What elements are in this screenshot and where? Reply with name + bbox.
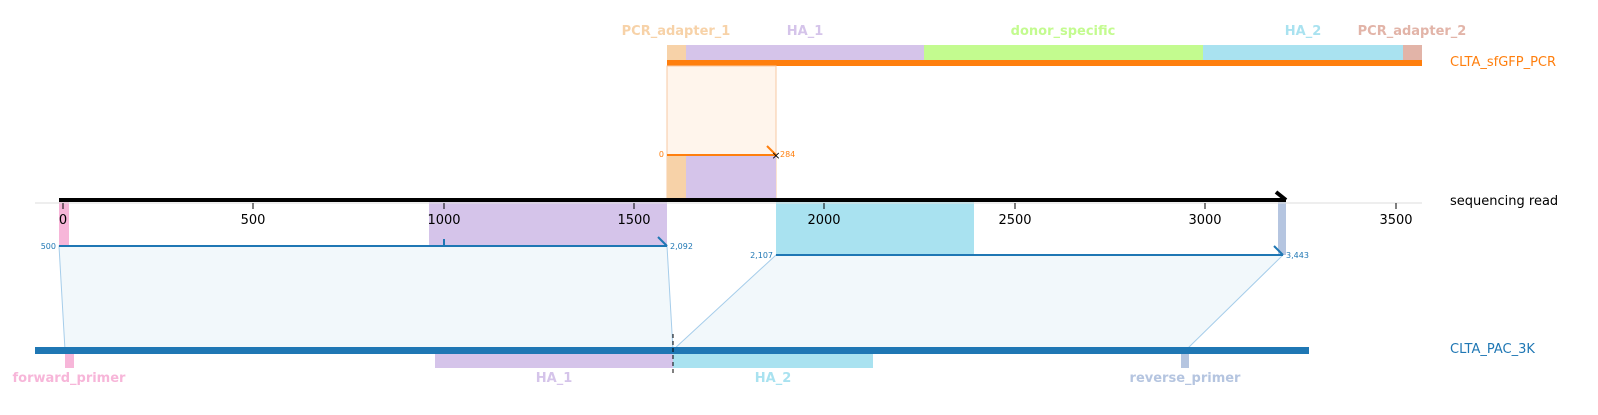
- bottom-alignment-2-ha2-band: [776, 202, 974, 255]
- top-alignment-end-label: 284: [780, 150, 795, 159]
- top-feature-label-ha-2: HA_2: [1285, 24, 1322, 39]
- bottom-alignment-1-end-label: 2,092: [670, 242, 693, 251]
- top-feature-label-pcr-adapter-2: PCR_adapter_2: [1358, 24, 1467, 39]
- bottom-feature-label-ha-1: HA_1: [536, 371, 573, 386]
- read-label: sequencing read: [1450, 194, 1558, 209]
- read-arrowhead: [1274, 190, 1288, 202]
- read-axis-tick-label: 500: [241, 213, 266, 228]
- read-axis-tick-label: 2500: [998, 213, 1031, 228]
- bottom-reference-bar: [35, 347, 1309, 354]
- top-reference-name: CLTA_sfGFP_PCR: [1450, 55, 1556, 70]
- bottom-alignment-2-primer-band: [1278, 202, 1286, 255]
- bottom-alignment-2-end-label: 3,443: [1286, 251, 1309, 260]
- top-feature-donor-specific: [924, 45, 1203, 60]
- bottom-alignment-1-ha1-band: [429, 202, 667, 246]
- read-axis-tick-label: 2000: [807, 213, 840, 228]
- top-feature-label-ha-1: HA_1: [787, 24, 824, 39]
- bottom-alignment-2-start-label: 2,107: [750, 251, 773, 260]
- bottom-alignment-2: 2,107 3,443: [671, 202, 1309, 351]
- top-feature-pcr-adapter-2: [1403, 45, 1422, 60]
- top-alignment-end-marker: ×: [771, 149, 780, 162]
- bottom-alignment-1-shade: [58, 245, 674, 351]
- top-feature-pcr-adapter-1: [667, 45, 686, 60]
- top-alignment-ha1-band: [686, 155, 776, 199]
- bottom-feature-ha-1: [435, 354, 673, 368]
- bottom-feature-label-ha-2: HA_2: [755, 371, 792, 386]
- bottom-alignment-1-arrowhead: [657, 236, 668, 247]
- read-axis-tick-label: 1000: [427, 213, 460, 228]
- bottom-alignment-2-shade: [671, 254, 1285, 351]
- top-alignment-arrowhead: [766, 145, 777, 156]
- top-alignment-adapter-band: [667, 155, 686, 199]
- top-feature-label-pcr-adapter-1: PCR_adapter_1: [622, 24, 731, 39]
- top-feature-ha-1: [686, 45, 924, 60]
- top-reference-track: PCR_adapter_1 HA_1 donor_specific HA_2 P…: [622, 24, 1556, 70]
- top-feature-ha-2: [1203, 45, 1403, 60]
- bottom-feature-label-reverse-primer: reverse_primer: [1130, 371, 1242, 386]
- bottom-feature-reverse-primer: [1181, 354, 1189, 368]
- bottom-feature-label-forward-primer: forward_primer: [13, 371, 127, 386]
- read-axis-tick-label: 3000: [1188, 213, 1221, 228]
- top-alignment: × 0 284: [659, 65, 795, 200]
- bottom-alignment-1: 500 2,092: [41, 202, 693, 351]
- read-axis-tick-label: 0: [59, 213, 67, 228]
- bottom-alignment-1-primer-band: [59, 202, 69, 246]
- read-axis-tick-label: 3500: [1379, 213, 1412, 228]
- bottom-alignment-1-start-label: 500: [41, 242, 56, 251]
- read-axis-tick-label: 1500: [617, 213, 650, 228]
- bottom-feature-forward-primer: [65, 354, 74, 368]
- bottom-feature-ha-2: [673, 354, 873, 368]
- top-alignment-start-label: 0: [659, 150, 664, 159]
- read-axis: 0 500 1000 1500 2000 2500 3000 3500 sequ…: [35, 190, 1558, 228]
- top-reference-bar: [667, 60, 1422, 66]
- bottom-alignment-2-arrowhead: [1273, 245, 1284, 256]
- bottom-reference-track: forward_primer HA_1 HA_2 reverse_primer …: [13, 334, 1535, 386]
- top-feature-label-donor-specific: donor_specific: [1011, 24, 1116, 39]
- bottom-reference-name: CLTA_PAC_3K: [1450, 342, 1535, 357]
